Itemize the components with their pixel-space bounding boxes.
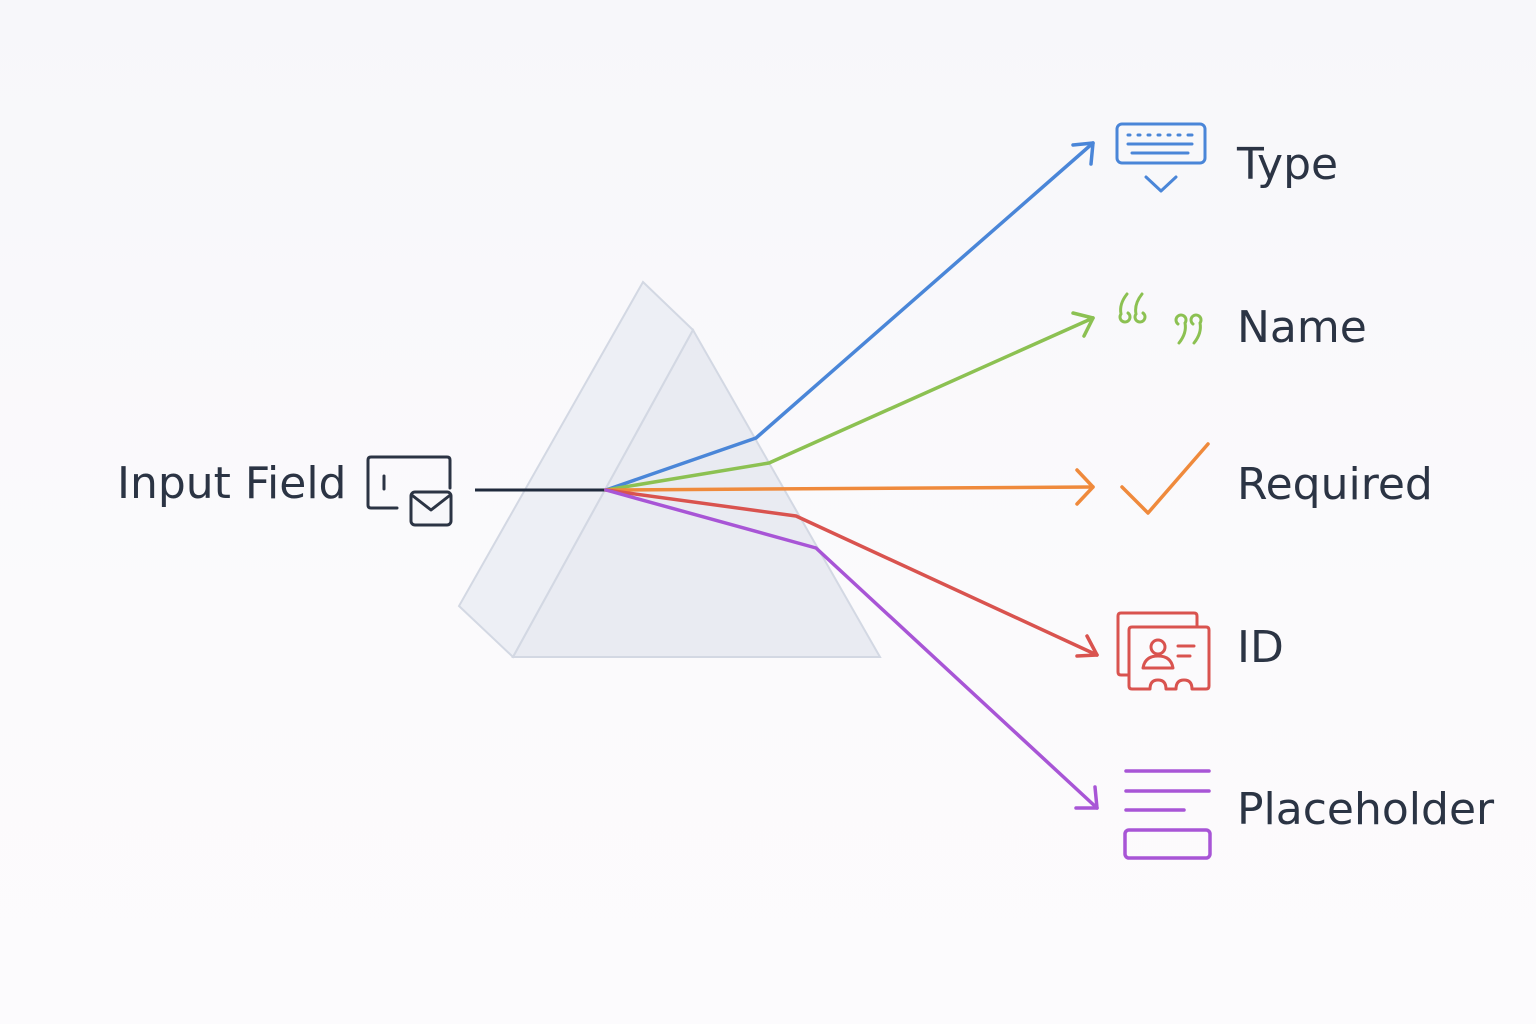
beam-placeholder — [604, 488, 1099, 810]
output-label-required: Required — [1237, 459, 1433, 510]
id-card-icon — [1116, 611, 1211, 691]
prism-front-face — [511, 327, 882, 658]
quotation-marks-icon — [1118, 292, 1203, 345]
prism — [457, 280, 882, 659]
output-beams — [604, 141, 1099, 810]
beam-name — [604, 311, 1095, 492]
source-label: Input Field — [117, 458, 346, 509]
checkmark-icon — [1120, 442, 1210, 515]
text-lines-icon — [1123, 769, 1212, 860]
input-field-envelope-icon — [366, 455, 453, 527]
output-label-name: Name — [1237, 302, 1367, 353]
output-label-id: ID — [1237, 622, 1284, 673]
beam-type — [604, 141, 1095, 492]
output-label-placeholder: Placeholder — [1237, 784, 1495, 835]
beam-required — [604, 468, 1095, 506]
beam-id — [604, 488, 1099, 658]
keyboard-icon — [1115, 122, 1207, 193]
output-label-type: Type — [1236, 139, 1338, 190]
